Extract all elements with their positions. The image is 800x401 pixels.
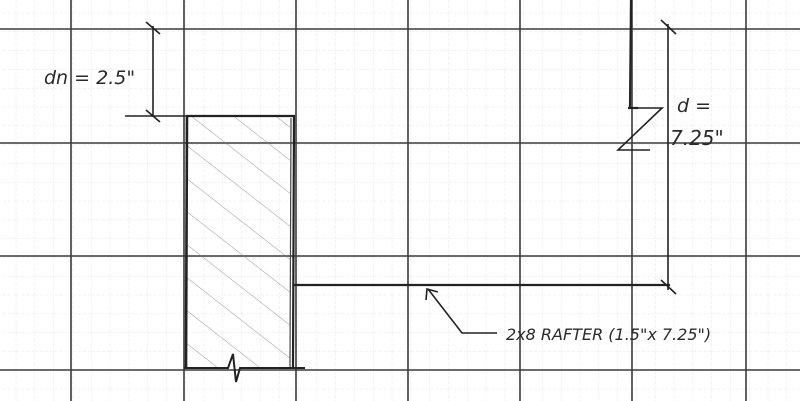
- leader-arrow: [425, 287, 497, 334]
- d-dimension-label-top: d =: [677, 95, 711, 117]
- rafter-label: 2x8 RAFTER (1.5"x 7.25"): [506, 325, 711, 344]
- rafter-section: [184, 114, 296, 369]
- d-dimension-label-bottom: 7.25": [670, 126, 724, 150]
- dn-dimension-label: dn = 2.5": [44, 67, 135, 89]
- d-dimension: [616, 19, 677, 295]
- dn-dimension: [125, 21, 186, 123]
- break-line: [184, 353, 305, 383]
